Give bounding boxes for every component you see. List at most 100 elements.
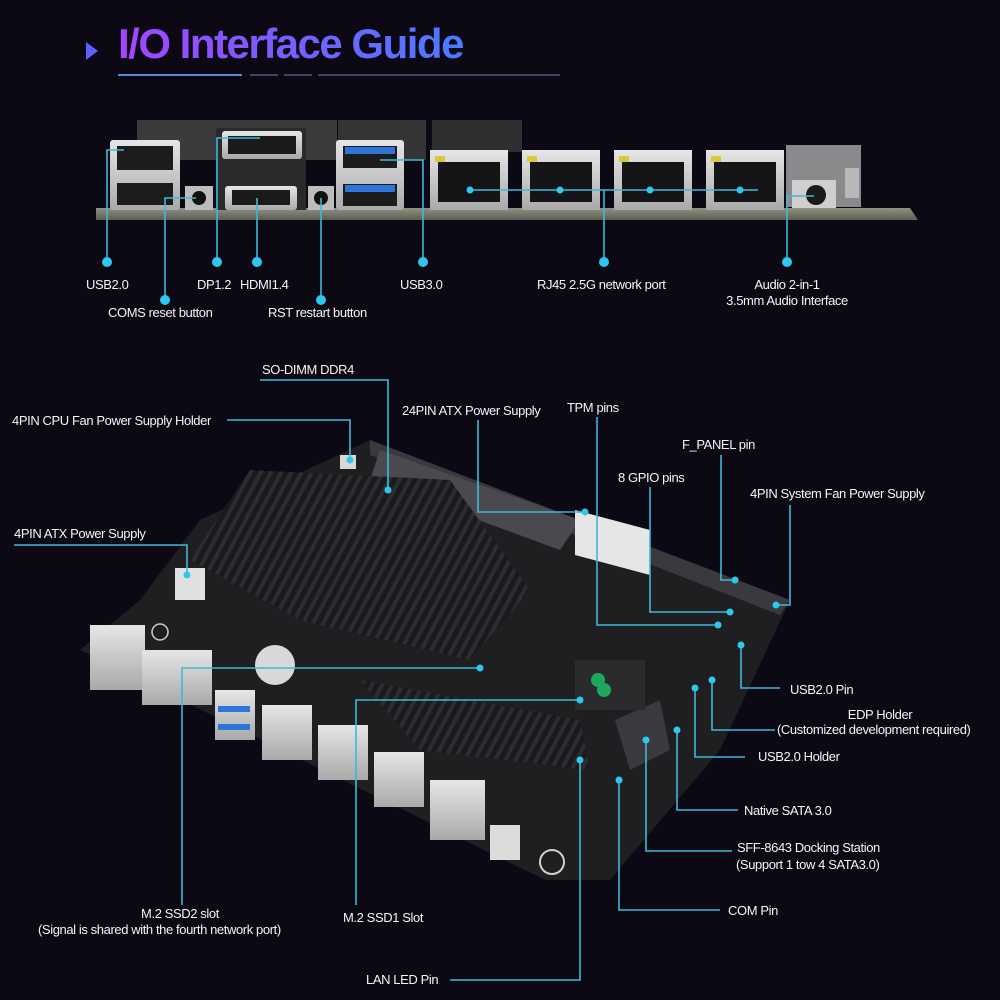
- usb30-ports: [215, 690, 255, 740]
- label-rj45: RJ45 2.5G network port: [537, 277, 666, 292]
- label-audio-line1: Audio 2-in-1: [754, 277, 820, 292]
- io-back-block: [432, 120, 522, 152]
- callout-line-tpm: [596, 417, 718, 626]
- rj45-ports: [430, 150, 784, 210]
- callout-line-coms: [164, 197, 196, 300]
- callout-dot: [782, 257, 792, 267]
- callout-dot: [183, 571, 191, 579]
- label-coms-reset: COMS reset button: [108, 305, 213, 320]
- chip: [575, 660, 645, 710]
- label-rst-restart: RST restart button: [268, 305, 367, 320]
- lan-port: [262, 705, 312, 760]
- motherboard-illustration: [80, 440, 790, 880]
- label-hdmi14: HDMI1.4: [240, 277, 289, 292]
- usb20-ports: [90, 625, 145, 690]
- callout-line-sff: [645, 740, 732, 852]
- callout-dot: [576, 756, 584, 764]
- callout-line-usb20: [106, 149, 124, 262]
- label-m2-ssd2-line1: M.2 SSD2 slot: [141, 906, 219, 921]
- callout-dot: [576, 696, 584, 704]
- label-cpu-fan: 4PIN CPU Fan Power Supply Holder: [12, 413, 211, 428]
- label-usb30: USB3.0: [400, 277, 443, 292]
- label-audio-line2: 3.5mm Audio Interface: [726, 293, 848, 308]
- label-sys-fan: 4PIN System Fan Power Supply: [750, 486, 925, 501]
- callout-line-usb30: [380, 159, 424, 262]
- sata-connector: [615, 700, 670, 770]
- chevron-right-icon: [86, 42, 98, 60]
- callout-line-m2-ssd2: [181, 667, 480, 905]
- callout-dot: [642, 736, 650, 744]
- callout-dot: [346, 456, 354, 464]
- callout-line-dp: [216, 137, 260, 262]
- label-lan-led: LAN LED Pin: [366, 972, 439, 987]
- label-so-dimm: SO-DIMM DDR4: [262, 362, 354, 377]
- callout-dot: [615, 776, 623, 784]
- callout-dot: [476, 664, 484, 672]
- callout-dot: [737, 641, 745, 649]
- audio-jack: [490, 825, 520, 860]
- io-pcb-edge: [96, 208, 918, 220]
- label-sff-line2: (Support 1 tow 4 SATA3.0): [736, 857, 880, 872]
- chipset-heatsink: [360, 680, 590, 770]
- callout-dot: [708, 676, 716, 684]
- lan-port: [318, 725, 368, 780]
- label-com-pin: COM Pin: [728, 903, 778, 918]
- label-atx24: 24PIN ATX Power Supply: [402, 403, 541, 418]
- label-sff-line1: SFF-8643 Docking Station: [737, 840, 880, 855]
- label-m2-ssd2-line2: (Signal is shared with the fourth networ…: [38, 922, 281, 937]
- callout-line-edp: [711, 680, 775, 731]
- callout-line-m2-ssd1: [355, 699, 580, 905]
- callout-dot: [252, 257, 262, 267]
- label-m2-ssd1: M.2 SSD1 Slot: [343, 910, 424, 925]
- label-usb20: USB2.0: [86, 277, 129, 292]
- callout-dot: [160, 295, 170, 305]
- callout-dot: [418, 257, 428, 267]
- label-usb20-holder: USB2.0 Holder: [758, 749, 840, 764]
- title-underline-dash: [250, 74, 278, 76]
- callout-dot: [581, 508, 589, 516]
- io-panel-illustration: [96, 120, 918, 220]
- callout-line-sata: [676, 730, 738, 811]
- cmos-battery: [255, 645, 295, 685]
- callout-line-audio: [786, 195, 814, 262]
- label-edp-line2: (Customized development required): [777, 722, 971, 737]
- title-underline-dash: [284, 74, 312, 76]
- callout-line-gpio: [649, 487, 730, 613]
- callout-line-lan-led: [450, 760, 581, 981]
- callout-dot: [772, 601, 780, 609]
- atx4-connector: [175, 568, 205, 600]
- callout-line-so-dimm: [260, 379, 389, 490]
- callout-line-usb20-pin: [740, 645, 780, 689]
- title-underline: [118, 74, 242, 76]
- callout-dot: [384, 486, 392, 494]
- label-tpm: TPM pins: [567, 400, 619, 415]
- lan-port: [374, 752, 424, 807]
- lan-port: [430, 780, 485, 840]
- label-usb20-pin: USB2.0 Pin: [790, 682, 854, 697]
- callout-dot: [102, 257, 112, 267]
- callout-dot: [599, 257, 609, 267]
- callout-line-f-panel: [720, 455, 735, 581]
- callout-dot: [726, 608, 734, 616]
- page-title: I/O Interface Guide: [118, 20, 464, 67]
- label-dp12: DP1.2: [197, 277, 232, 292]
- label-f-panel: F_PANEL pin: [682, 437, 755, 452]
- callout-dot: [673, 726, 681, 734]
- label-sata: Native SATA 3.0: [744, 803, 832, 818]
- callout-line-atx4: [14, 544, 188, 575]
- callout-line-cpu-fan: [227, 419, 351, 460]
- callout-dot: [714, 621, 722, 629]
- callout-line-atx24: [477, 420, 585, 513]
- callout-line-com: [618, 780, 720, 911]
- label-gpio: 8 GPIO pins: [618, 470, 685, 485]
- so-dimm-slot: [370, 450, 580, 550]
- callout-dot: [691, 684, 699, 692]
- io-callout-dots: [102, 186, 792, 305]
- callout-line-sys-fan: [776, 505, 791, 606]
- board-callout-dots: [183, 456, 780, 784]
- io-callout-lines: [106, 137, 814, 300]
- callout-dot: [731, 576, 739, 584]
- cpu-heatsink: [190, 470, 530, 660]
- callout-line-usb20-holder: [694, 688, 745, 758]
